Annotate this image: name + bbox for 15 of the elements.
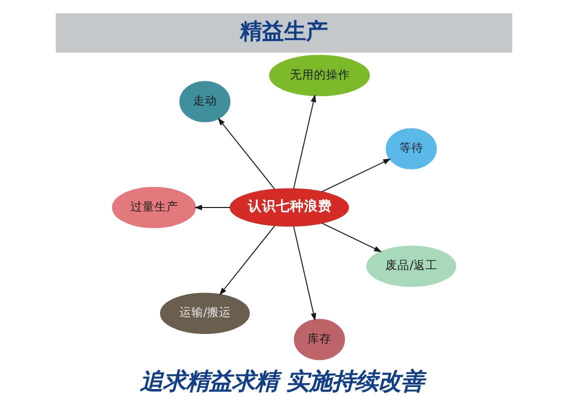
arrow	[194, 204, 230, 210]
node-ellipse: 库存	[293, 318, 344, 360]
arrow	[217, 118, 275, 190]
node-ellipse: 认识七种浪费	[229, 188, 348, 227]
arrow	[218, 225, 275, 296]
arrow	[321, 158, 391, 192]
arrow	[292, 94, 316, 190]
diagram-title: 精益生产	[239, 19, 328, 44]
node-ellipse: 过量生产	[111, 186, 196, 228]
node-ellipse: 无用的操作	[268, 54, 370, 96]
arrow	[321, 222, 382, 252]
node-ellipse: 运输/搬运	[160, 292, 250, 334]
node-ellipse: 走动	[178, 81, 230, 122]
node-ellipse: 等待	[385, 128, 436, 170]
arrow	[292, 226, 316, 321]
